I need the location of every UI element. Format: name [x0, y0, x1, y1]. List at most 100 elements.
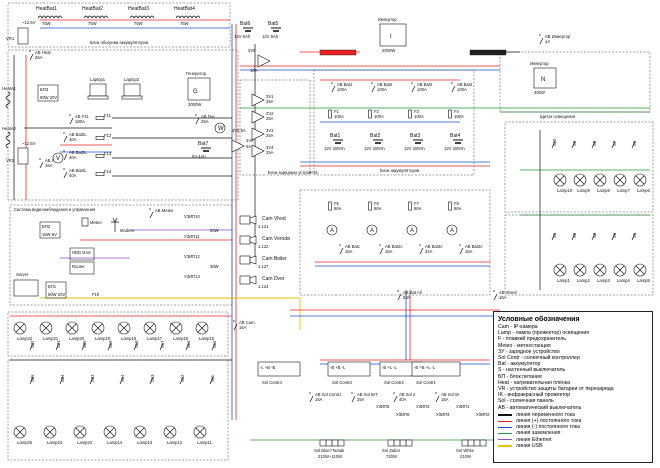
breaker-name: AB Bat3L: [69, 150, 87, 155]
legend-line-label: линия (-) постоянного тока: [516, 424, 581, 431]
switch-label: S2: [572, 232, 577, 238]
laptop-name: Laptop1: [90, 77, 106, 82]
legend-item: IK - инфракрасный прожектор: [498, 392, 571, 399]
legend-item: F - плавкий предохранитель: [498, 336, 566, 343]
solar-panel-cells: [467, 440, 481, 446]
battery-spec: 12V 200Ah: [364, 146, 385, 151]
lamp-label: Lamp17: [147, 336, 163, 341]
switch-icon: [89, 376, 94, 385]
solar-controller-name: Sol Contr2: [384, 380, 404, 385]
breaker-rating: 25A: [35, 55, 43, 60]
fuse-name: F10: [92, 292, 100, 297]
laptop-name: Laptop2: [124, 77, 140, 82]
switch-icon: [591, 140, 596, 149]
lamp-label: Lamp18: [121, 336, 137, 341]
lamp-cross: [595, 175, 605, 185]
heater-power: 75W: [88, 21, 97, 26]
switch-icon: [29, 376, 34, 385]
ammeter-icon: [406, 224, 418, 236]
heat-tile-name: HeatA1: [2, 86, 17, 91]
vr2-name: VR2: [6, 158, 15, 163]
lamp-label: Lamp2: [577, 278, 590, 283]
breaker-name: AB HR: [45, 158, 58, 163]
camera-power: 20W: [210, 228, 219, 233]
lamp-cross: [575, 265, 585, 275]
lamp-label: Lamp6: [637, 188, 650, 193]
breaker-rating: 100A: [337, 87, 347, 92]
inverter-glyph: N: [541, 77, 545, 83]
switch-icon: [571, 140, 576, 149]
battery-spec: 12V 9Ah: [262, 34, 279, 39]
charger-icon: [251, 110, 265, 124]
lamp-cross: [555, 265, 565, 275]
legend-line-swatch: [498, 420, 512, 422]
solar-controller-terms: -B +B -L: [330, 365, 346, 370]
fuse-name: F13: [104, 151, 112, 156]
switch-icon: [185, 342, 190, 351]
switch-label: S10: [552, 138, 557, 146]
lamp-cross: [171, 323, 181, 333]
breaker-icon: [351, 392, 356, 403]
breaker-icon: [69, 114, 74, 125]
breaker-icon: [339, 244, 344, 255]
meteo-icon: [81, 217, 89, 227]
fuse-icon: [95, 116, 105, 120]
lamp-cross: [93, 323, 103, 333]
heater-power: 75W: [42, 21, 51, 26]
fuse-icon: [95, 136, 105, 140]
comm-block-label: Система видеонаблюдения и управления: [14, 207, 95, 212]
lamp-cross: [45, 427, 55, 437]
switch-icon: [149, 376, 154, 385]
switch-icon: [631, 140, 636, 149]
switch-icon: [591, 232, 596, 241]
ammeter-icon: [446, 224, 458, 236]
fuse-name: F6: [374, 201, 380, 206]
fuse-name: F11: [104, 113, 112, 118]
fuse-rating: 60A: [414, 206, 422, 211]
breaker-name: AB Инвертор: [545, 34, 571, 39]
camera-lens-icon: [249, 255, 257, 265]
breaker-name: AB Bat4: [457, 82, 473, 87]
camera-name: Cam Vhod: [262, 216, 286, 222]
battery-spec: 12V 200Ah: [324, 146, 345, 151]
legend-item: VR - устройство защиты батареи от переза…: [498, 386, 614, 393]
meter-glyph: V: [56, 156, 60, 162]
switch-icon: [611, 140, 616, 149]
switch-label: S22: [30, 340, 35, 348]
charger-rating: 10A: [250, 68, 258, 73]
fuse-rating: 100A: [454, 114, 464, 119]
breaker-name: AB Sol BrT: [357, 392, 378, 397]
camera-name: Cam Voroda: [262, 236, 290, 242]
legend-line-row: линия (-) постоянного тока: [498, 424, 648, 430]
legend-item: Sol - солнечная панель: [498, 398, 554, 405]
battery-spec: 12V 200Ah: [444, 146, 465, 151]
legend-line-row: линия заземления: [498, 430, 648, 436]
switch-icon: [59, 376, 64, 385]
lamp-label: Lamp10: [557, 188, 573, 193]
lamp-cross: [195, 427, 205, 437]
lamp-cross: [75, 427, 85, 437]
lamp-cross: [615, 175, 625, 185]
breaker-icon: [379, 244, 384, 255]
camera-lens-icon: [249, 235, 257, 245]
solar-controller-terms: -B +B +L -L: [414, 365, 436, 370]
switch-label: S5: [632, 232, 637, 238]
lamp-cross: [67, 323, 77, 333]
breaker-icon: [493, 290, 498, 301]
meter-glyph: A: [410, 228, 414, 234]
heater-coil-icon: [37, 15, 63, 19]
lamp-label: Lamp9: [577, 188, 590, 193]
switch-icon: [55, 342, 60, 351]
lamp-cross: [41, 323, 51, 333]
fuse-rating: 60A: [334, 206, 342, 211]
charger-name: 3V3: [266, 128, 274, 133]
fuse-name: F2: [374, 109, 380, 114]
switch-icon: [631, 232, 636, 241]
positive-busbar: [319, 49, 357, 56]
fuse-icon: [95, 154, 105, 158]
heater-coil-icon: [175, 15, 201, 19]
lamp-label: Lamp11: [197, 440, 212, 445]
breaker-icon: [539, 34, 544, 45]
camera-ip: 1.124: [258, 284, 269, 289]
mains-label: Щиток освещения: [540, 114, 575, 119]
